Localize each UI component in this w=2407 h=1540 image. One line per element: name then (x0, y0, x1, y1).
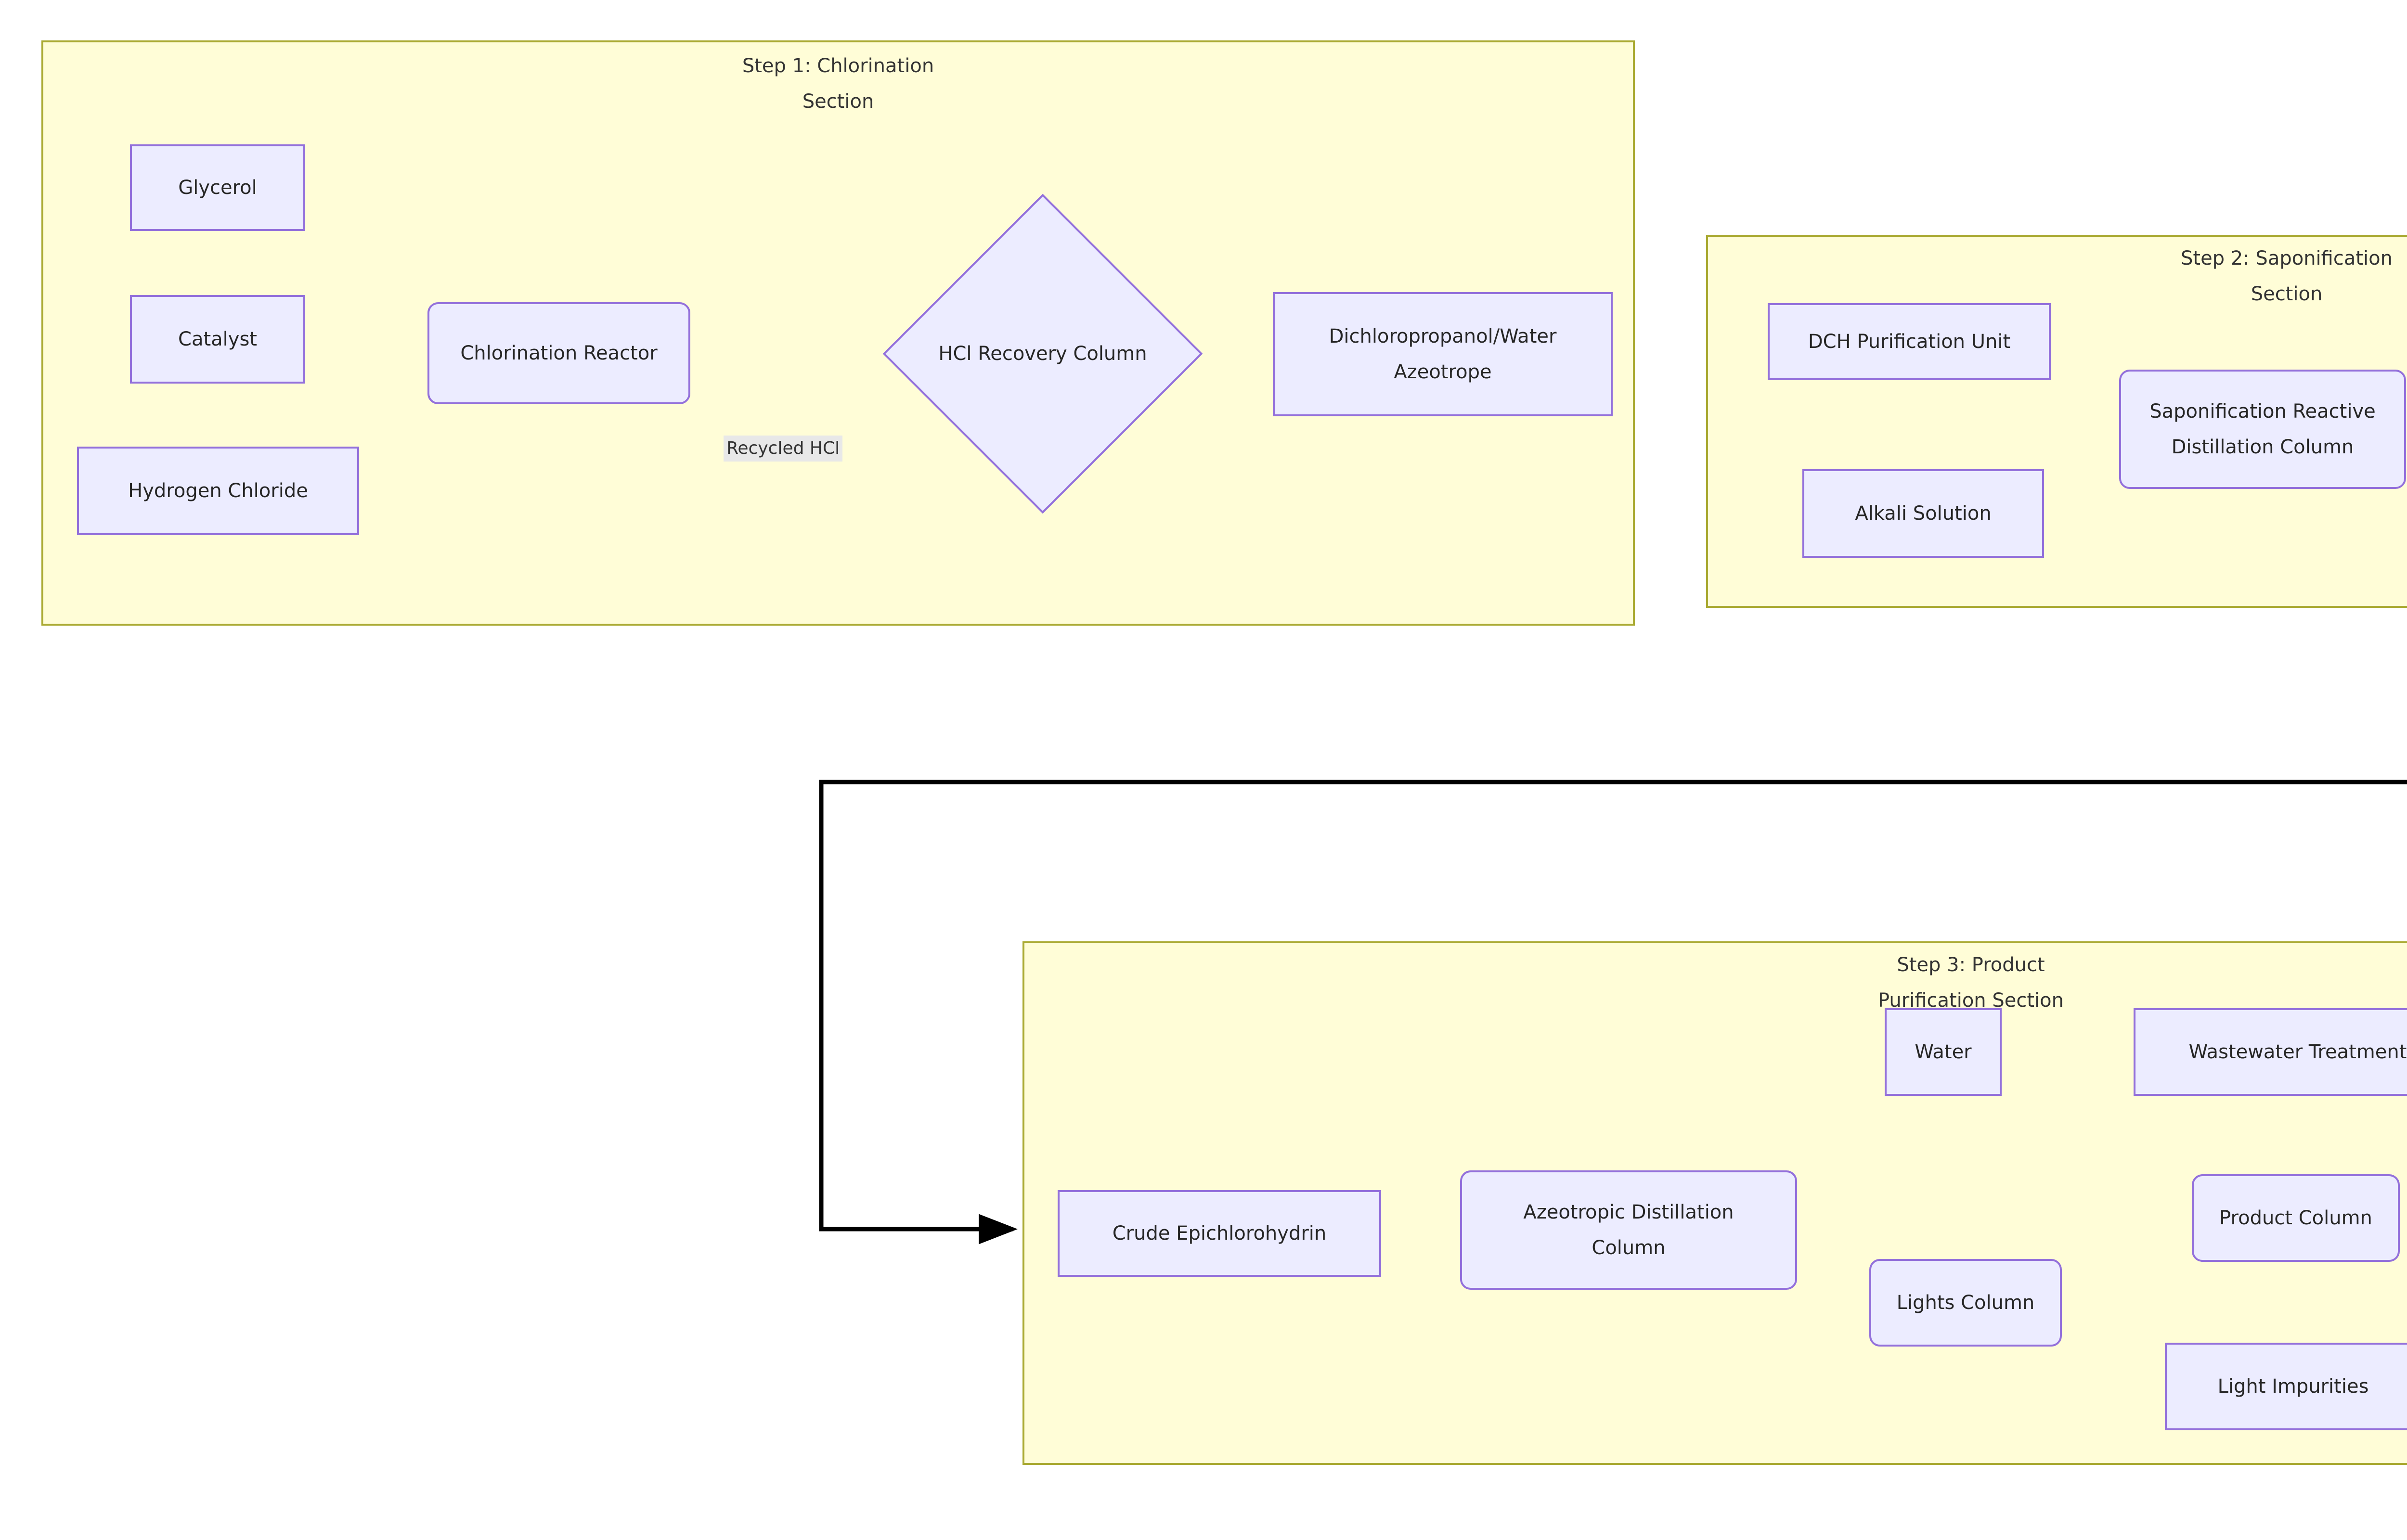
node-water[interactable]: Water (1885, 1008, 2002, 1096)
node-lights-column[interactable]: Lights Column (1869, 1259, 2062, 1347)
edge-crude-water-to-crude-ech (819, 780, 2407, 1245)
node-crude-epichlorohydrin[interactable]: Crude Epichlorohydrin (1058, 1190, 1381, 1277)
node-chlorination-reactor[interactable]: Chlorination Reactor (427, 302, 690, 404)
node-dch-water-azeotrope[interactable]: Dichloropropanol/Water Azeotrope (1273, 292, 1613, 416)
node-dch-purification-unit[interactable]: DCH Purification Unit (1768, 303, 2051, 380)
edge-label-recycled-hcl: Recycled HCl (724, 436, 843, 462)
node-hcl-recovery-column-label: HCl Recovery Column (938, 343, 1147, 365)
node-product-column[interactable]: Product Column (2192, 1174, 2400, 1262)
node-saponification-column[interactable]: Saponification Reactive Distillation Col… (2119, 370, 2406, 489)
node-glycerol[interactable]: Glycerol (130, 144, 305, 231)
node-catalyst[interactable]: Catalyst (130, 295, 305, 384)
node-alkali-solution[interactable]: Alkali Solution (1802, 469, 2044, 558)
node-wastewater-treatment[interactable]: Wastewater Treatment (2134, 1008, 2407, 1096)
node-azeotropic-distillation-column[interactable]: Azeotropic Distillation Column (1460, 1170, 1797, 1290)
node-hydrogen-chloride[interactable]: Hydrogen Chloride (77, 447, 359, 535)
node-hcl-recovery-column[interactable]: HCl Recovery Column (882, 193, 1203, 514)
node-light-impurities[interactable]: Light Impurities (2165, 1343, 2407, 1430)
